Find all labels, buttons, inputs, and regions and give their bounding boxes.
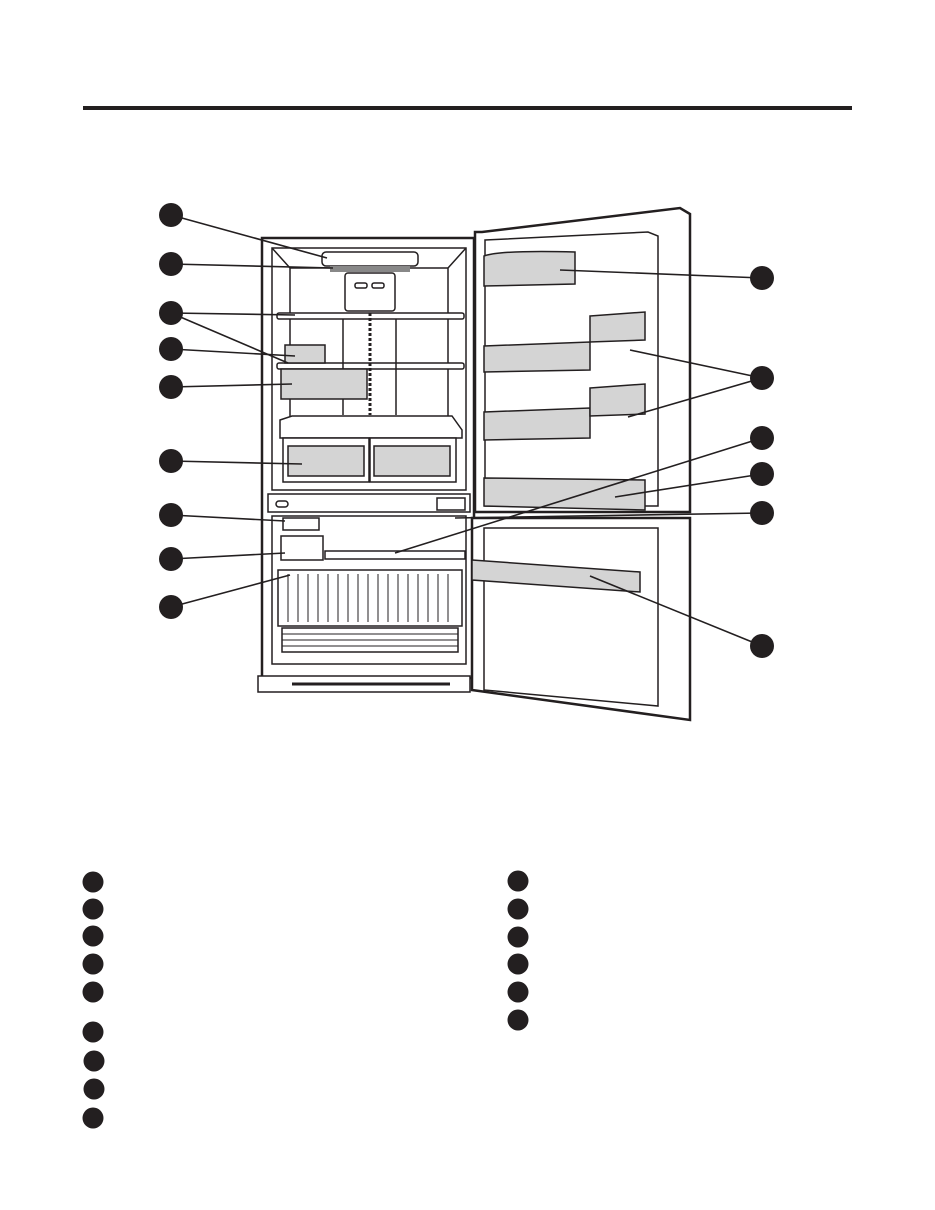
legend-marker	[507, 1009, 529, 1031]
legend-marker	[83, 1078, 105, 1100]
legend-marker	[82, 1021, 104, 1043]
legend-marker	[82, 871, 104, 893]
legend-marker	[82, 898, 104, 920]
door-bin-1	[483, 341, 591, 373]
header-rule	[83, 106, 852, 110]
callout-marker	[159, 252, 183, 276]
deli-drawer	[280, 368, 368, 400]
freezer-door-bin	[471, 559, 641, 593]
ice-bin	[280, 535, 324, 561]
door-bin-3	[483, 407, 591, 441]
legend-marker	[507, 953, 529, 975]
legend-marker	[82, 1107, 104, 1129]
legend-marker	[82, 953, 104, 975]
door-bin-2	[589, 311, 646, 343]
callout-marker	[750, 462, 774, 486]
light-housing	[321, 251, 419, 267]
legend-marker	[82, 925, 104, 947]
freezer-control	[436, 497, 466, 511]
dairy-compartment	[483, 250, 576, 287]
callout-marker	[159, 503, 183, 527]
leader-lines	[170, 214, 763, 647]
legend-marker	[507, 870, 529, 892]
callout-marker	[750, 266, 774, 290]
callout-marker	[750, 634, 774, 658]
control-panel	[330, 266, 410, 272]
callout-marker	[159, 337, 183, 361]
legend-marker	[507, 926, 529, 948]
callout-marker	[750, 366, 774, 390]
freezer-basket	[277, 569, 463, 653]
callout-marker	[159, 547, 183, 571]
callout-marker	[159, 375, 183, 399]
callout-marker	[750, 426, 774, 450]
callout-marker	[159, 595, 183, 619]
ice-tray	[282, 517, 320, 531]
legend-marker	[83, 1050, 105, 1072]
small-bin	[284, 344, 326, 364]
freezer-wire-shelf	[324, 550, 466, 560]
door-bin-gallon	[483, 477, 646, 511]
refrigerator-drawing	[257, 206, 692, 722]
freezer-liner	[271, 515, 467, 665]
legend	[82, 870, 529, 1129]
fresh-food-liner	[271, 247, 467, 491]
callout-marker	[159, 301, 183, 325]
diagram-callouts	[159, 203, 774, 658]
legend-marker	[82, 981, 104, 1003]
callout-marker	[750, 501, 774, 525]
callout-marker	[159, 203, 183, 227]
door-bin-4	[589, 383, 646, 417]
cabinet-divider	[267, 493, 471, 513]
callout-marker	[159, 449, 183, 473]
legend-marker	[507, 981, 529, 1003]
legend-marker	[507, 898, 529, 920]
